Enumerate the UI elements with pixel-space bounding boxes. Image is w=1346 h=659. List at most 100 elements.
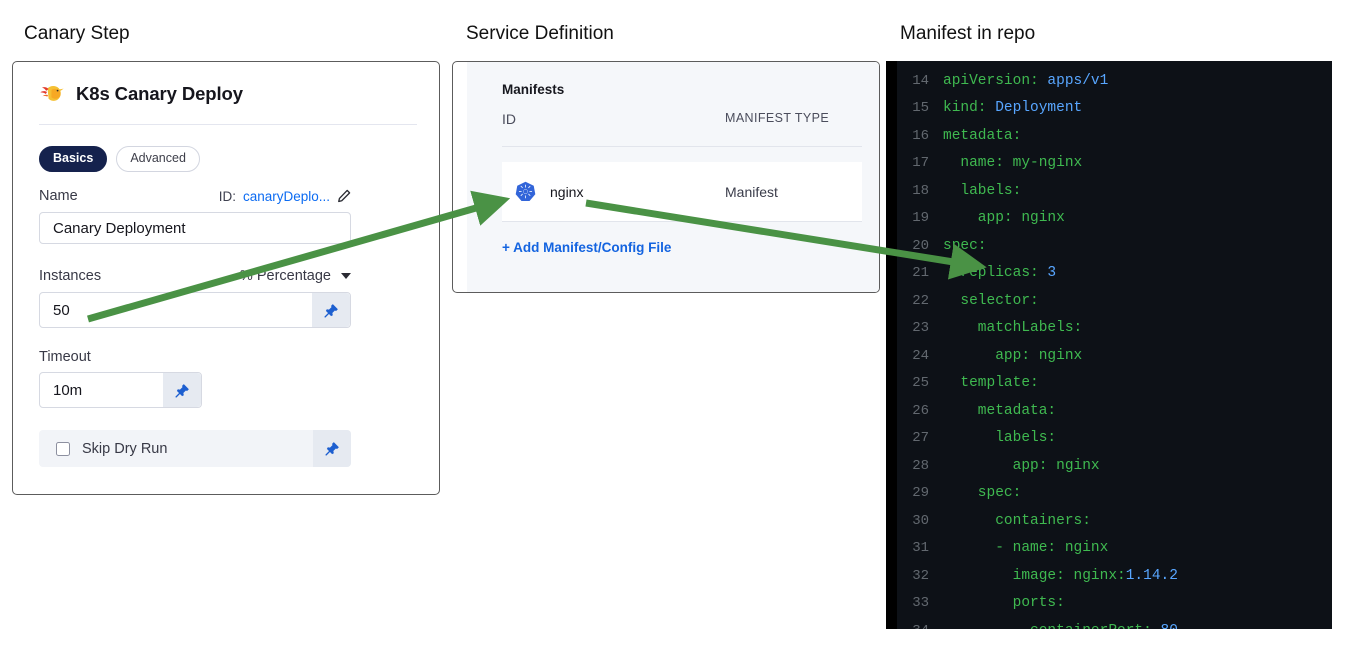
line-number: 15 bbox=[912, 100, 929, 117]
line-number: 26 bbox=[912, 402, 929, 419]
code-line: 21 replicas: 3 bbox=[897, 260, 1332, 288]
code-value: Deployment bbox=[995, 100, 1083, 117]
line-number: 19 bbox=[912, 210, 929, 227]
code-text: metadata: bbox=[943, 127, 1022, 144]
code-line: 31 - name: nginx bbox=[897, 535, 1332, 563]
timeout-input-value: 10m bbox=[53, 381, 83, 399]
line-number: 30 bbox=[912, 512, 929, 529]
chevron-down-icon[interactable] bbox=[341, 273, 351, 279]
code-line: 16 metadata: bbox=[897, 122, 1332, 150]
table-row-divider bbox=[502, 221, 862, 222]
code-text: app: nginx bbox=[943, 347, 1083, 364]
code-line: 23 matchLabels: bbox=[897, 315, 1332, 343]
code-line: 15 kind: Deployment bbox=[897, 95, 1332, 123]
line-number: 33 bbox=[912, 595, 929, 612]
code-line: 18 labels: bbox=[897, 177, 1332, 205]
code-line: 32 image: nginx:1.14.2 bbox=[897, 562, 1332, 590]
code-value: 80 bbox=[1161, 623, 1178, 629]
name-input[interactable]: Canary Deployment bbox=[39, 212, 351, 244]
code-line: 28 app: nginx bbox=[897, 452, 1332, 480]
card-title: K8s Canary Deploy bbox=[76, 83, 243, 104]
code-text: kind: Deployment bbox=[943, 100, 1083, 117]
skip-dry-run-label: Skip Dry Run bbox=[82, 440, 168, 457]
code-line: 30 containers: bbox=[897, 507, 1332, 535]
code-text: labels: bbox=[943, 182, 1022, 199]
skip-dry-run-pin-button[interactable] bbox=[313, 430, 351, 467]
code-value: 1.14.2 bbox=[1125, 567, 1178, 584]
code-text: matchLabels: bbox=[943, 320, 1083, 337]
canary-step-card: K8s Canary Deploy Basics Advanced Name I… bbox=[12, 61, 440, 495]
step-id-group[interactable]: ID: canaryDeplo... bbox=[219, 189, 351, 204]
editor-gutter-strip bbox=[886, 61, 897, 629]
table-row[interactable]: nginx Manifest bbox=[502, 162, 862, 221]
line-number: 29 bbox=[912, 485, 929, 502]
line-number: 34 bbox=[897, 623, 943, 629]
line-number: 16 bbox=[912, 127, 929, 144]
manifest-row-type: Manifest bbox=[725, 183, 778, 200]
canary-bird-icon bbox=[40, 86, 64, 101]
skip-dry-run-row[interactable]: Skip Dry Run bbox=[39, 430, 351, 467]
code-text: spec: bbox=[943, 237, 987, 254]
code-text: template: bbox=[943, 375, 1039, 392]
instance-unit-select[interactable]: % Percentage bbox=[240, 268, 351, 284]
code-text: name: my-nginx bbox=[943, 155, 1083, 172]
card-header: K8s Canary Deploy bbox=[39, 82, 243, 106]
code-line: 29 spec: bbox=[897, 480, 1332, 508]
kubernetes-icon bbox=[515, 181, 536, 202]
manifests-title: Manifests bbox=[502, 82, 565, 97]
pin-icon bbox=[324, 442, 339, 456]
service-definition-card: Manifests ID MANIFEST TYPE bbox=[452, 61, 880, 293]
line-number: 28 bbox=[912, 457, 929, 474]
line-number: 32 bbox=[912, 567, 929, 584]
step-id-value[interactable]: canaryDeplo... bbox=[242, 188, 330, 204]
pencil-icon[interactable] bbox=[337, 189, 351, 203]
timeout-pin-button[interactable] bbox=[163, 373, 201, 407]
line-number: 18 bbox=[912, 182, 929, 199]
instances-pin-button[interactable] bbox=[312, 293, 350, 327]
heading-manifest-in-repo: Manifest in repo bbox=[900, 23, 1036, 44]
timeout-label: Timeout bbox=[39, 349, 91, 365]
code-line: 24 app: nginx bbox=[897, 342, 1332, 370]
column-header-manifest-type: MANIFEST TYPE bbox=[725, 111, 830, 125]
code-text: spec: bbox=[943, 485, 1022, 502]
code-text: app: nginx bbox=[943, 210, 1065, 227]
manifest-row-id: nginx bbox=[550, 183, 584, 200]
code-line: 19 app: nginx bbox=[897, 205, 1332, 233]
line-number: 14 bbox=[912, 72, 929, 89]
code-line: 14 apiVersion: apps/v1 bbox=[897, 67, 1332, 95]
code-line: 34 - containerPort: 80 bbox=[897, 617, 1332, 629]
code-text: replicas: 3 bbox=[943, 265, 1057, 282]
tab-basics[interactable]: Basics bbox=[39, 146, 108, 172]
skip-dry-run-checkbox[interactable] bbox=[56, 441, 70, 456]
code-value: 3 bbox=[1047, 265, 1057, 282]
line-number: 20 bbox=[912, 237, 929, 254]
line-number: 23 bbox=[912, 320, 929, 337]
name-label: Name bbox=[39, 188, 78, 204]
code-line: 33 ports: bbox=[897, 590, 1332, 618]
add-manifest-link[interactable]: + Add Manifest/Config File bbox=[502, 240, 672, 255]
tab-group: Basics Advanced bbox=[39, 146, 200, 172]
header-divider bbox=[39, 124, 417, 125]
code-text: - containerPort: 80 bbox=[943, 623, 1178, 629]
code-text: selector: bbox=[943, 292, 1039, 309]
pin-icon bbox=[323, 303, 338, 318]
code-line: 22 selector: bbox=[897, 287, 1332, 315]
code-text: ports: bbox=[943, 595, 1065, 612]
code-text: metadata: bbox=[943, 402, 1057, 419]
id-prefix-label: ID: bbox=[218, 188, 236, 204]
name-input-value: Canary Deployment bbox=[53, 219, 186, 237]
code-line: 25 template: bbox=[897, 370, 1332, 398]
tab-advanced[interactable]: Advanced bbox=[116, 146, 200, 172]
line-number: 21 bbox=[912, 265, 929, 282]
table-header-divider bbox=[502, 146, 862, 147]
timeout-input[interactable]: 10m bbox=[39, 372, 202, 408]
code-line: 20 spec: bbox=[897, 232, 1332, 260]
manifests-panel: Manifests ID MANIFEST TYPE bbox=[467, 62, 879, 292]
heading-canary-step: Canary Step bbox=[24, 23, 130, 44]
line-number: 27 bbox=[912, 430, 929, 447]
code-text: apiVersion: apps/v1 bbox=[943, 72, 1109, 89]
instances-input[interactable]: 50 bbox=[39, 292, 351, 328]
